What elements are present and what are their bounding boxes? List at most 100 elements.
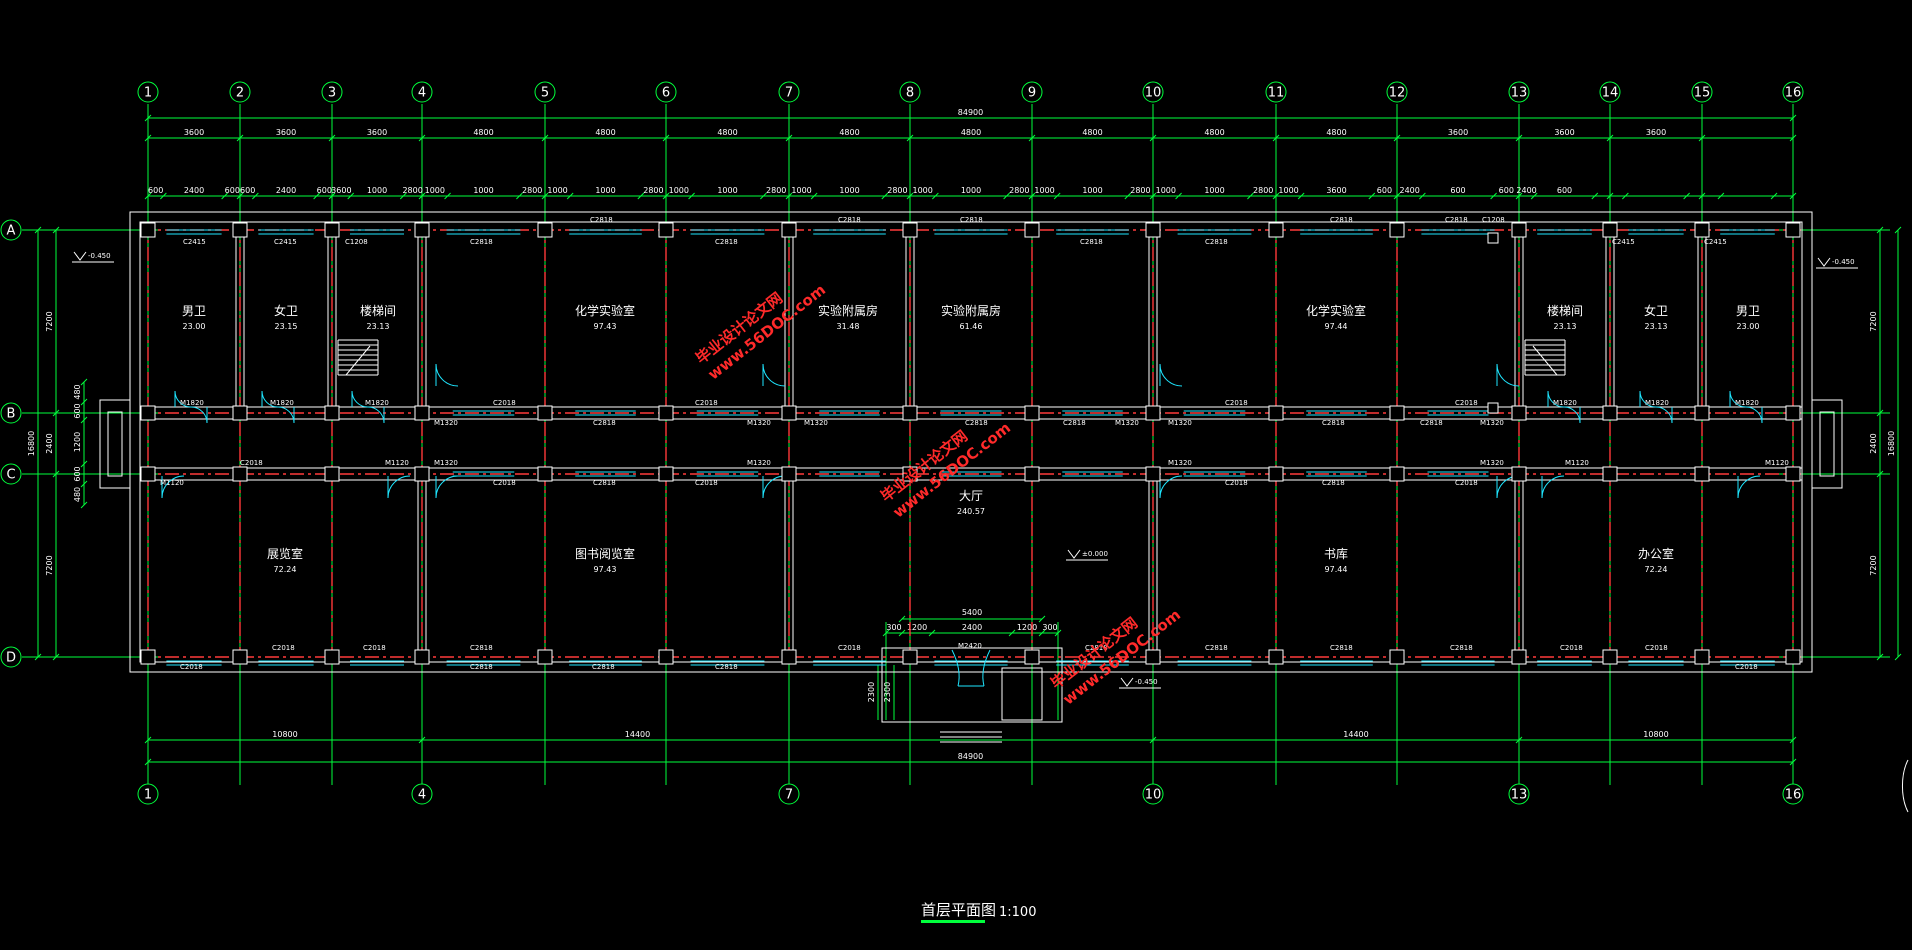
top-dim-row2-text: 2800 — [887, 186, 907, 195]
element-label: C2018 — [1225, 479, 1248, 487]
axis-bubble-top-14 — [1599, 81, 1621, 103]
element-label: M1320 — [1480, 459, 1504, 467]
column — [1145, 222, 1161, 238]
element-label: C2018 — [240, 459, 263, 467]
dim-tick — [52, 653, 60, 661]
west-vestibule — [99, 399, 131, 489]
top-dim-row2-text: 1000 — [791, 186, 811, 195]
right-dim-text: 7200 — [1869, 311, 1878, 331]
dim-tick — [418, 134, 426, 142]
element-label: C2818 — [1322, 419, 1345, 427]
column — [537, 222, 553, 238]
entrance-dim-text: 300 — [1042, 623, 1057, 632]
dim-tick — [1149, 134, 1157, 142]
column — [232, 466, 248, 482]
dim-tick — [1247, 192, 1254, 200]
column — [1511, 405, 1527, 421]
dim-tick — [1876, 226, 1884, 234]
dim-tick — [541, 134, 549, 142]
dim-tick — [1789, 736, 1797, 744]
column — [140, 649, 156, 665]
entrance-dim-text: 1200 — [1017, 623, 1037, 632]
overall-dim-text: 84900 — [958, 108, 983, 117]
dim-tick — [1393, 134, 1401, 142]
dim-tick — [144, 192, 152, 200]
dim-tick — [1272, 192, 1280, 200]
element-label: M1120 — [1565, 459, 1589, 467]
top-dim-row2-text: 1000 — [595, 186, 615, 195]
dim-tick — [444, 192, 451, 200]
axis-bubble-bottom-16 — [1782, 783, 1804, 805]
axis-bubble-top-13-label: 13 — [1511, 86, 1528, 101]
room-name: 图书阅览室 — [575, 546, 635, 561]
element-label: M1120 — [1765, 459, 1789, 467]
axis-bubble-top-10 — [1142, 81, 1164, 103]
level-mark: -0.450 — [1832, 258, 1855, 266]
element-label: M1320 — [1480, 419, 1504, 427]
dim-tick — [1272, 134, 1280, 142]
element-label: C2818 — [590, 216, 613, 224]
top-dim-row2-text: 600 — [225, 186, 240, 195]
doors — [161, 363, 1763, 687]
dim-tick — [541, 192, 549, 200]
column — [232, 405, 248, 421]
room-name: 办公室 — [1638, 546, 1674, 561]
dim-tick — [785, 134, 793, 142]
door-swing — [1496, 363, 1520, 387]
corridor-left-dim-text: 480 — [73, 487, 82, 502]
top-dim-row2-text: 2400 — [1516, 186, 1536, 195]
dim-tick — [1876, 653, 1884, 661]
entrance-dim-text: 5400 — [962, 608, 982, 617]
element-label: C2818 — [1450, 644, 1473, 652]
top-dim-row1-text: 4800 — [473, 128, 493, 137]
dim-tick — [1149, 736, 1157, 744]
element-label: C2818 — [470, 644, 493, 652]
axis-bubble-bottom-13 — [1508, 783, 1530, 805]
axis-bubble-top-2 — [229, 81, 251, 103]
door-swing — [762, 475, 786, 499]
element-label: C2018 — [695, 399, 718, 407]
element-label: C2818 — [1330, 216, 1353, 224]
inner-wall-outline — [139, 221, 1803, 663]
element-label: M1820 — [1645, 399, 1669, 407]
level-symbol — [1067, 549, 1081, 559]
door-swing — [435, 475, 459, 499]
axis-bubble-left-C — [0, 463, 22, 485]
axis-bubble-top-8 — [899, 81, 921, 103]
column — [1694, 466, 1710, 482]
top-dim-row1-text: 4800 — [1326, 128, 1346, 137]
dim-tick — [1490, 192, 1497, 200]
element-label: C2818 — [593, 479, 616, 487]
dim-tick — [785, 192, 793, 200]
dim-tick — [1789, 192, 1797, 200]
top-dim-row2-text: 2800 — [1009, 186, 1029, 195]
north-arrow-fragment — [1901, 759, 1909, 813]
top-dim-row2-text: 2800 — [1253, 186, 1273, 195]
dim-tick — [906, 192, 914, 200]
corridor-left-dim-text: 600 — [73, 403, 82, 418]
axis-bubble-top-15 — [1691, 81, 1713, 103]
element-label: C2018 — [1455, 399, 1478, 407]
top-dim-row2-text: 1000 — [669, 186, 689, 195]
top-dim-row2-text: 600 — [1557, 186, 1572, 195]
element-label: M2420 — [958, 642, 982, 650]
top-dim-row1-text: 4800 — [595, 128, 615, 137]
column — [902, 222, 918, 238]
top-dim-row2-text: 1000 — [1082, 186, 1102, 195]
east-vestibule — [1811, 399, 1843, 489]
dim-tick — [1530, 192, 1538, 200]
column — [1389, 405, 1405, 421]
title-underline — [921, 920, 985, 923]
dim-tick — [566, 192, 574, 200]
door-swing — [387, 475, 411, 499]
column — [1511, 466, 1527, 482]
top-dim-row2-text: 2800 — [766, 186, 786, 195]
top-dim-row2-text: 600 — [240, 186, 255, 195]
dim-tick — [1515, 192, 1523, 200]
dim-tick — [760, 192, 767, 200]
room-name: 男卫 — [182, 304, 206, 318]
element-label: C2818 — [1330, 644, 1353, 652]
right-total-text: 16800 — [1887, 431, 1896, 456]
outer-wall — [129, 211, 1813, 673]
